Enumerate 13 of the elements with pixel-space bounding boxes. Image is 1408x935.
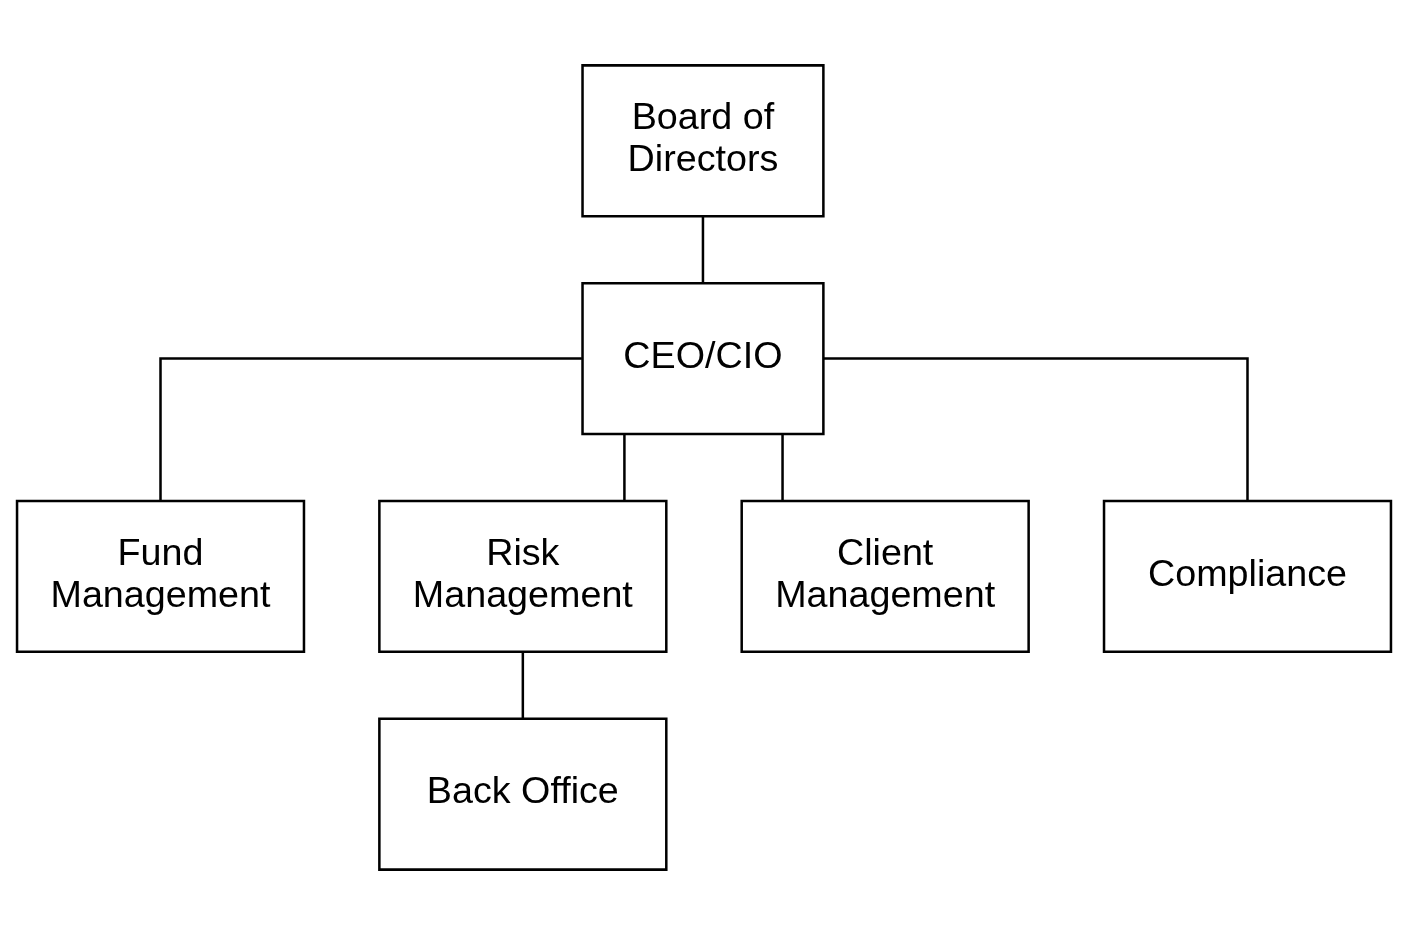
node-box: Back Office: [378, 717, 668, 871]
node-box: Risk Management: [378, 499, 668, 654]
connector: [701, 216, 705, 284]
node-box: Compliance: [1102, 499, 1393, 654]
connector: [521, 651, 525, 719]
connector: [781, 434, 784, 501]
connector: [623, 434, 626, 501]
node-box: Board of Directors: [581, 64, 825, 218]
node-box: Client Management: [740, 499, 1030, 654]
connector: [159, 357, 582, 501]
node-box: Fund Management: [15, 499, 306, 654]
node-box: CEO/CIO: [581, 281, 825, 436]
connector: [823, 357, 1249, 501]
